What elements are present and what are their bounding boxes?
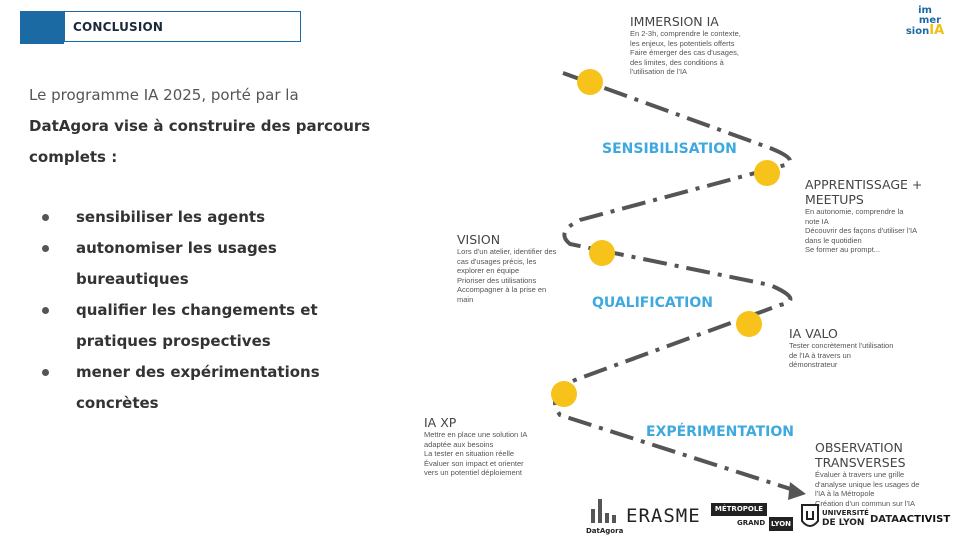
stage-observation: OBSERVATION TRANSVERSES Évaluer à traver… <box>815 440 955 508</box>
metropole-logo: MÉTROPOLE GRAND LYON <box>711 503 793 533</box>
stage-marker-valo <box>736 311 762 337</box>
stage-apprentissage: APPRENTISSAGE + MEETUPS En autonomie, co… <box>805 177 950 255</box>
datagora-icon <box>591 499 616 523</box>
goal-label: autonomiser les usages bureautiques <box>76 239 277 288</box>
stage-vision: VISION Lors d'un atelier, identifier des… <box>457 232 582 304</box>
header-title-box: CONCLUSION <box>64 11 301 42</box>
lion-shield-icon <box>801 504 819 527</box>
bullet-icon <box>42 369 49 376</box>
arrow-head-icon <box>788 482 806 500</box>
goal-label: mener des expérimentations concrètes <box>76 363 320 412</box>
stage-title: IA XP <box>424 415 457 430</box>
stage-title: VISION <box>457 232 501 247</box>
stage-description: Lors d'un atelier, identifier des cas d'… <box>457 247 557 304</box>
stage-xp: IA XP Mettre en place une solution IA ad… <box>424 415 559 478</box>
immersion-ia-logo: im mer sionIA <box>905 5 945 38</box>
intro-lead: Le programme IA 2025, porté par la <box>29 86 299 104</box>
stage-description: Évaluer à travers une grille d'analyse u… <box>815 470 920 508</box>
bullet-icon <box>42 245 49 252</box>
stage-immersion: IMMERSION IA En 2-3h, comprendre le cont… <box>630 14 780 77</box>
list-item: sensibiliser les agents <box>38 202 378 233</box>
phase-qualification: QUALIFICATION <box>592 295 713 311</box>
intro-bold: DatAgora vise à construire des parcours … <box>29 117 371 166</box>
bullet-icon <box>42 307 49 314</box>
stage-description: Tester concrètement l'utilisation de l'I… <box>789 341 894 369</box>
goals-list: sensibiliser les agents autonomiser les … <box>38 202 378 419</box>
header-accent-block <box>20 11 64 44</box>
stage-title: APPRENTISSAGE + MEETUPS <box>805 177 923 207</box>
stage-description: Mettre en place une solution IA adaptée … <box>424 430 528 477</box>
erasme-logo: ERASME <box>626 505 701 527</box>
goal-label: sensibiliser les agents <box>76 208 266 226</box>
intro-text: Le programme IA 2025, porté par la DatAg… <box>29 80 409 173</box>
datagora-logo: DatAgora <box>586 499 623 535</box>
list-item: mener des expérimentations concrètes <box>38 357 378 419</box>
list-item: qualifier les changements et pratiques p… <box>38 295 378 357</box>
stage-marker-vision <box>589 240 615 266</box>
phase-experimentation: EXPÉRIMENTATION <box>646 424 794 440</box>
stage-title: IMMERSION IA <box>630 14 719 29</box>
stage-title: IA VALO <box>789 326 838 341</box>
list-item: autonomiser les usages bureautiques <box>38 233 378 295</box>
goal-label: qualifier les changements et pratiques p… <box>76 301 318 350</box>
stage-marker-immersion <box>577 69 603 95</box>
universite-lyon-logo: UNIVERSITÉ DE LYON <box>800 503 869 533</box>
page-title: CONCLUSION <box>73 19 164 34</box>
stage-valo: IA VALO Tester concrètement l'utilisatio… <box>789 326 929 370</box>
stage-marker-apprentissage <box>754 160 780 186</box>
dataactivist-logo: DATAACTIVIST <box>870 514 951 525</box>
bullet-icon <box>42 214 49 221</box>
stage-description: En autonomie, comprendre la note IA Déco… <box>805 207 918 254</box>
stage-description: En 2-3h, comprendre le contexte, les enj… <box>630 29 741 76</box>
phase-sensibilisation: SENSIBILISATION <box>602 141 737 157</box>
stage-marker-xp <box>551 381 577 407</box>
stage-title: OBSERVATION TRANSVERSES <box>815 440 906 470</box>
